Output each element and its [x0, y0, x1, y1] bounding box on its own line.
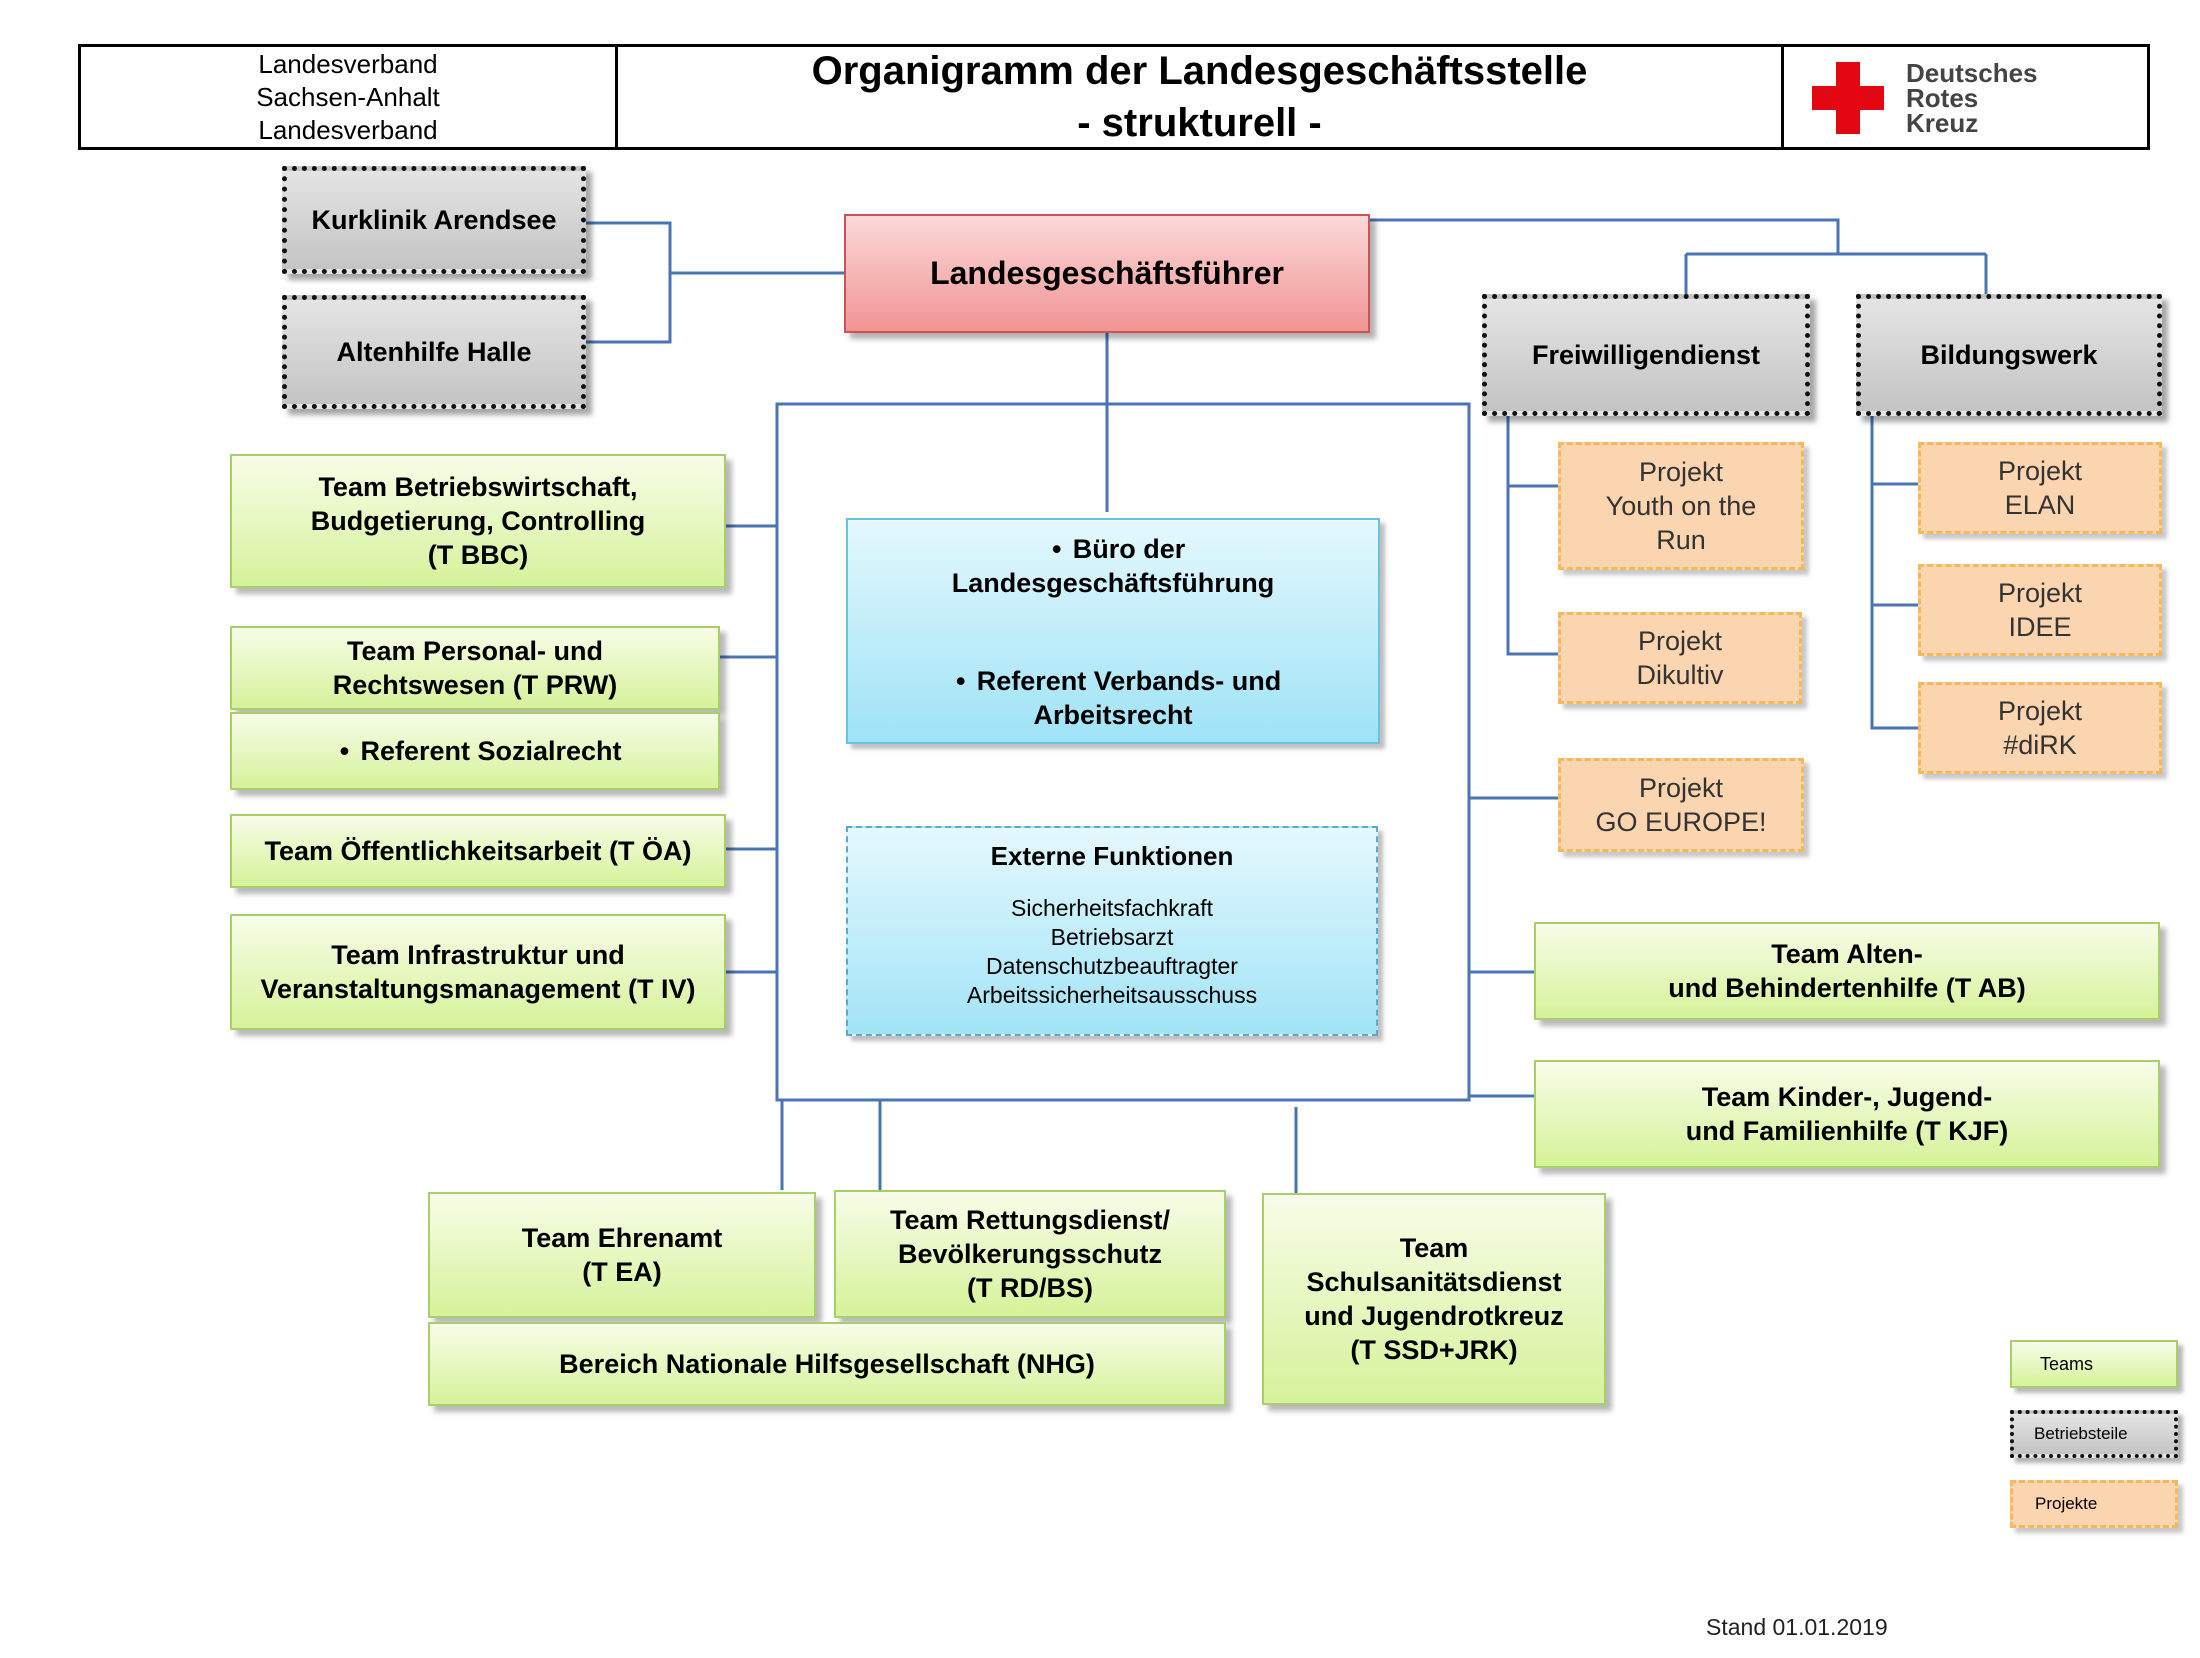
team-line: Schulsanitätsdienst — [1306, 1267, 1562, 1297]
betriebsteil-label: Freiwilligendienst — [1531, 339, 1761, 370]
betriebsteil-kurklinik: Kurklinik Arendsee — [282, 166, 586, 274]
team-line: Team Öffentlichkeitsarbeit (T ÖA) — [264, 836, 692, 866]
team-iv: Team Infrastruktur und Veranstaltungsman… — [230, 914, 726, 1030]
betriebsteil-freiwilligendienst: Freiwilligendienst — [1482, 294, 1810, 416]
team-line: Team Ehrenamt — [521, 1223, 723, 1253]
red-cross-icon — [1812, 62, 1884, 134]
team-line: Team Kinder-, Jugend- — [1701, 1082, 1993, 1112]
team-rd: Team Rettungsdienst/ Bevölkerungsschutz … — [834, 1190, 1226, 1318]
legend-projekte: Projekte — [2010, 1480, 2178, 1528]
team-line: Bereich Nationale Hilfsgesellschaft (NHG… — [559, 1349, 1095, 1379]
project-line: Projekt — [1997, 696, 2083, 726]
office-item-line: Arbeitsrecht — [1033, 700, 1193, 730]
team-bbc: Team Betriebswirtschaft, Budgetierung, C… — [230, 454, 726, 588]
project-line: Run — [1656, 525, 1706, 555]
project-go-europe: Projekt GO EUROPE! — [1558, 758, 1804, 852]
bereich-nhg: Bereich Nationale Hilfsgesellschaft (NHG… — [428, 1322, 1226, 1406]
header: Landesverband Sachsen-Anhalt Landesverba… — [78, 44, 2150, 150]
team-line: Team Betriebswirtschaft, — [318, 472, 638, 502]
team-line: Rechtswesen (T PRW) — [332, 670, 618, 700]
office-item-referent: Referent Verbands- und Arbeitsrecht — [848, 664, 1378, 732]
project-line: Projekt — [1638, 457, 1724, 487]
project-youth-on-the-run: Projekt Youth on the Run — [1558, 442, 1804, 570]
legend-label: Projekte — [2035, 1494, 2098, 1513]
footer-date: Stand 01.01.2019 — [1706, 1614, 1888, 1640]
external-functions-title: Externe Funktionen — [990, 841, 1234, 871]
team-kjf: Team Kinder-, Jugend- und Familienhilfe … — [1534, 1060, 2160, 1168]
betriebsteil-label: Bildungswerk — [1920, 339, 2098, 370]
betriebsteil-altenhilfe: Altenhilfe Halle — [282, 295, 586, 409]
ceo-label: Landesgeschäftsführer — [930, 255, 1284, 291]
project-line: Projekt — [1638, 773, 1724, 803]
project-line: #diRK — [2003, 730, 2077, 760]
project-line: IDEE — [2008, 612, 2072, 642]
team-line: Budgetierung, Controlling — [310, 506, 646, 536]
team-line: Team Infrastruktur und — [331, 940, 625, 970]
team-line: Bevölkerungsschutz — [897, 1239, 1163, 1269]
team-line: und Familienhilfe (T KJF) — [1685, 1116, 2009, 1146]
betriebsteil-label: Kurklinik Arendsee — [311, 204, 557, 235]
page-title-line: - strukturell - — [1077, 101, 1322, 145]
external-function-item: Sicherheitsfachkraft — [1011, 895, 1213, 921]
team-prw: Team Personal- und Rechtswesen (T PRW) — [230, 626, 720, 710]
team-line: (T RD/BS) — [967, 1273, 1093, 1303]
project-line: Projekt — [1637, 626, 1723, 656]
legend-label: Betriebsteile — [2034, 1424, 2128, 1443]
referent-sozialrecht-label: Referent Sozialrecht — [328, 734, 621, 768]
page-title: Organigramm der Landesgeschäftsstelle - … — [618, 47, 1784, 147]
referent-sozialrecht: Referent Sozialrecht — [230, 712, 720, 790]
project-line: Projekt — [1997, 578, 2083, 608]
office-item-line: Büro der — [848, 532, 1378, 566]
team-line: (T SSD+JRK) — [1350, 1335, 1518, 1365]
office-box: Büro der Landesgeschäftsführung Referent… — [846, 518, 1380, 744]
team-line: (T EA) — [582, 1257, 662, 1287]
ceo-box: Landesgeschäftsführer — [844, 214, 1370, 333]
project-dirk: Projekt #diRK — [1918, 682, 2162, 774]
project-line: Youth on the — [1605, 491, 1757, 521]
project-line: ELAN — [2004, 490, 2076, 520]
betriebsteil-bildungswerk: Bildungswerk — [1856, 294, 2162, 416]
logo-text-line: Rotes — [1906, 83, 1979, 113]
team-line: Team — [1399, 1233, 1469, 1263]
project-line: Projekt — [1997, 456, 2083, 486]
team-ea: Team Ehrenamt (T EA) — [428, 1192, 816, 1318]
team-line: Team Rettungsdienst/ — [889, 1205, 1171, 1235]
team-ssd-jrk: Team Schulsanitätsdienst und Jugendrotkr… — [1262, 1193, 1606, 1405]
header-org-line: Landesverband — [258, 114, 438, 145]
external-function-item: Datenschutzbeauftragter — [986, 953, 1238, 979]
team-line: Team Alten- — [1771, 939, 1923, 969]
external-functions-box: Externe Funktionen Sicherheitsfachkraft … — [846, 826, 1378, 1036]
project-line: Dikultiv — [1636, 660, 1724, 690]
logo-text-line: Deutsches — [1906, 58, 2038, 88]
office-item-line: Landesgeschäftsführung — [951, 568, 1275, 598]
office-item-line: Referent Verbands- und — [848, 664, 1378, 698]
team-line: und Behindertenhilfe (T AB) — [1668, 973, 2026, 1003]
page-title-line: Organigramm der Landesgeschäftsstelle — [811, 49, 1588, 93]
legend-teams: Teams — [2010, 1340, 2178, 1388]
team-ab: Team Alten- und Behindertenhilfe (T AB) — [1534, 922, 2160, 1020]
header-org-line: Landesverband — [258, 48, 438, 79]
logo-text-line: Kreuz — [1906, 108, 1979, 138]
header-organization: Landesverband Sachsen-Anhalt Landesverba… — [81, 47, 618, 147]
team-line: Team Personal- und — [346, 636, 604, 666]
team-line: und Jugendrotkreuz — [1304, 1301, 1564, 1331]
drk-logo: Deutsches Rotes Kreuz — [1784, 47, 2147, 147]
logo-text: Deutsches Rotes Kreuz — [1906, 58, 2038, 138]
team-line: (T BBC) — [427, 540, 529, 570]
external-functions-list: Sicherheitsfachkraft Betriebsarzt Datens… — [848, 894, 1376, 1010]
team-oa: Team Öffentlichkeitsarbeit (T ÖA) — [230, 814, 726, 888]
betriebsteil-label: Altenhilfe Halle — [336, 336, 532, 367]
external-function-item: Arbeitssicherheitsausschuss — [966, 982, 1258, 1008]
legend-betriebsteile: Betriebsteile — [2010, 1410, 2178, 1458]
legend-label: Teams — [2040, 1353, 2094, 1374]
office-item-buero: Büro der Landesgeschäftsführung — [848, 532, 1378, 600]
team-line: Veranstaltungsmanagement (T IV) — [260, 974, 696, 1004]
project-elan: Projekt ELAN — [1918, 442, 2162, 534]
external-function-item: Betriebsarzt — [1050, 924, 1174, 950]
header-org-line: Sachsen-Anhalt — [256, 81, 440, 112]
project-idee: Projekt IDEE — [1918, 564, 2162, 656]
project-dikultiv: Projekt Dikultiv — [1558, 612, 1802, 704]
project-line: GO EUROPE! — [1595, 807, 1767, 837]
